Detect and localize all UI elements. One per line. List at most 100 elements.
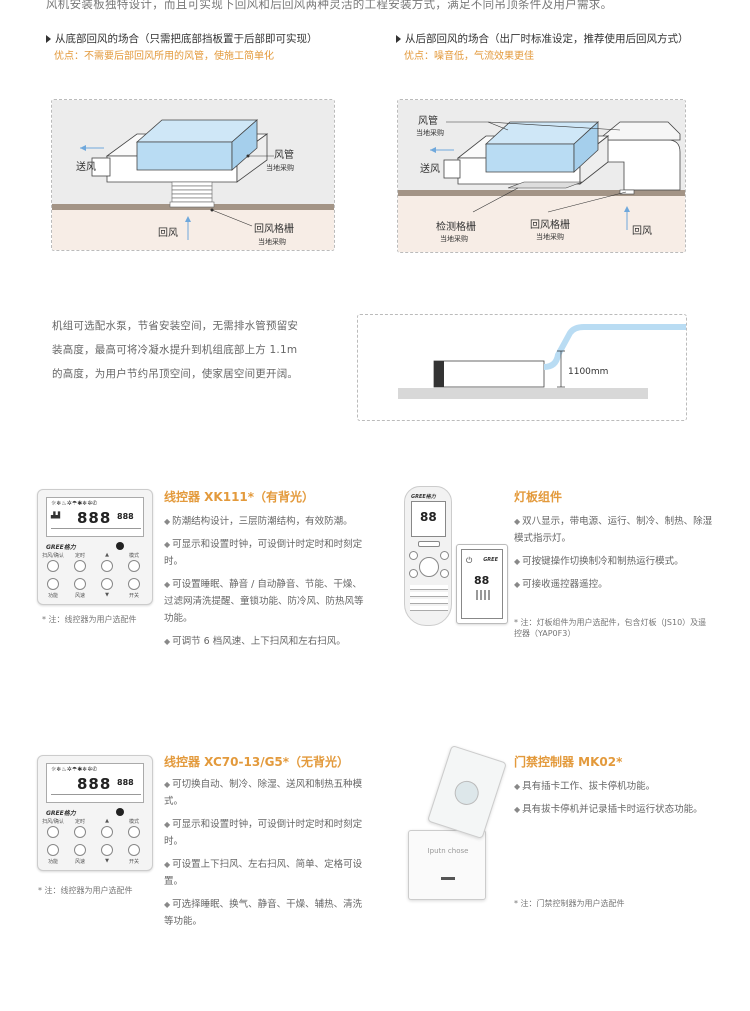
case2-check-note: 当地采购	[440, 234, 468, 243]
xc70-feature-list: 可切换自动、制冷、除湿、送风和制热五种模式。 可显示和设置时钟，可设倒计时定时和…	[164, 776, 369, 936]
gree-logo: GREE格力	[46, 810, 76, 817]
gree-logo: GREE格力	[46, 544, 76, 551]
btn-label: 功能	[47, 593, 58, 599]
light-board-feature-list: 双八显示，带电源、运行、制冷、制热、除湿模式指示灯。 可按键操作切换制冷和制热运…	[514, 513, 719, 599]
case2-title-text: 从后部回风的场合（出厂时标准设定，推荐使用后回风方式）	[405, 33, 689, 45]
case1-subtitle: 优点：不需要后部回风所用的风管，使施工简单化	[54, 51, 274, 62]
controller-button	[128, 826, 140, 838]
case2-duct-label: 风管	[418, 114, 438, 127]
pump-description: 机组可选配水泵，节省安装空间，无需排水管预留安装高度，最高可将冷凝水提升到机组底…	[52, 320, 299, 380]
xk111-controller-image: ☼❄♨✲☂✱❄✲✆ ▟▟ 888 888 GREE格力 扫风/确认 定时 ▲ 模…	[37, 489, 153, 605]
btn-label: 扫风/确认	[42, 819, 64, 825]
controller-button	[47, 560, 59, 572]
case2-return-label: 回风	[632, 225, 652, 237]
light-board-brand: GREE	[483, 557, 498, 563]
feature-item: 具有插卡工作、拔卡停机功能。	[514, 778, 719, 795]
feature-item: 具有拔卡停机并记录插卡时运行状态功能。	[514, 801, 719, 818]
power-indicator-icon	[116, 542, 124, 550]
light-board-note: * 注：灯板组件为用户选配件，包含灯板（JS10）及遥控器（YAP0F3）	[514, 618, 707, 638]
btn-label: ▼	[105, 858, 109, 864]
remote-key	[409, 551, 418, 560]
case1-duct-label: 风管	[274, 148, 294, 161]
xc70-title: 线控器 XC70-13/G5*（无背光）	[164, 755, 350, 769]
access-controller-body: Iputn chose	[408, 830, 486, 900]
feature-item: 可显示和设置时钟，可设倒计时定时和时刻定时。	[164, 816, 369, 850]
feature-item: 可接收遥控器遥控。	[514, 576, 719, 593]
feature-item: 可切换自动、制冷、除湿、送风和制热五种模式。	[164, 776, 369, 810]
controller-button	[47, 826, 59, 838]
controller-button	[74, 578, 86, 590]
btn-label: 风速	[74, 859, 85, 865]
feature-item: 可显示和设置时钟，可设倒计时定时和时刻定时。	[164, 536, 369, 570]
feature-item: 可调节 6 档风速、上下扫风和左右扫风。	[164, 633, 369, 650]
remote-control-image: GREE格力 88	[404, 486, 452, 626]
btn-label: 功能	[47, 859, 58, 865]
btn-label: 开关	[128, 859, 139, 865]
controller-button	[101, 844, 113, 856]
light-board-frame: ⏻ GREE 88	[461, 549, 503, 619]
light-board-image: ⏻ GREE 88	[456, 544, 508, 624]
case2-subtitle: 优点：噪音低，气流效果更佳	[404, 51, 534, 62]
controller-button	[101, 578, 113, 590]
case1-duct-note: 当地采购	[266, 163, 294, 172]
case2-grille-note: 当地采购	[536, 232, 564, 241]
lcd-status-row	[51, 794, 141, 798]
btn-label: 定时	[74, 819, 85, 825]
power-icon: ⏻	[466, 556, 473, 565]
lcd-status-row	[51, 528, 141, 532]
intro-text: 风机安装板独特设计，而且可实现下回风和后回风两种灵活的工程安装方式，满足不同吊顶…	[46, 0, 613, 11]
access-card-image	[427, 744, 507, 840]
bar-icon: ▟▟	[51, 512, 61, 519]
case1-supply-label: 送风	[76, 160, 96, 173]
indicator-light	[441, 877, 455, 880]
remote-keypad	[410, 583, 448, 613]
remote-dpad	[419, 557, 439, 577]
mk02-feature-list: 具有插卡工作、拔卡停机功能。 具有拔卡停机并记录插卡时运行状态功能。	[514, 778, 719, 824]
pump-height-label: 1100mm	[568, 367, 608, 377]
controller-button	[74, 844, 86, 856]
controller-button	[47, 578, 59, 590]
remote-key	[409, 569, 418, 578]
pump-diagram: 1100mm	[357, 314, 687, 421]
case2-grille-label: 回风格栅	[530, 218, 570, 231]
card-logo-icon	[451, 777, 482, 809]
xc70-lcd: ☼❄♨✲☂✱❄✲✆ 888 888	[46, 763, 144, 803]
mk02-note: * 注：门禁控制器为用户选配件	[514, 899, 625, 908]
btn-label: ▲	[105, 818, 109, 824]
xk111-feature-list: 防潮结构设计，三层防潮结构，有效防潮。 可显示和设置时钟，可设倒计时定时和时刻定…	[164, 513, 369, 656]
case1-title-text: 从底部回风的场合（只需把底部挡板置于后部即可实现）	[55, 33, 318, 45]
case2-check-label: 检测格栅	[436, 220, 476, 233]
power-indicator-icon	[116, 808, 124, 816]
rear-return-diagram: 风管 当地采购 送风 检测格栅 当地采购 回风格栅 当地采购 回风	[397, 99, 686, 253]
remote-lcd: 88	[411, 501, 446, 537]
remote-brand: GREE格力	[411, 494, 436, 500]
remote-key	[440, 569, 449, 578]
controller-button	[74, 826, 86, 838]
feature-item: 双八显示，带电源、运行、制冷、制热、除湿模式指示灯。	[514, 513, 719, 547]
btn-label: 风速	[74, 593, 85, 599]
feature-item: 可选择睡眠、换气、静音、干燥、辅热、清洗等功能。	[164, 896, 369, 930]
mk02-title: 门禁控制器 MK02*	[514, 755, 623, 769]
mode-icons: ☼❄♨✲☂✱❄✲✆	[51, 500, 98, 507]
case2-supply-label: 送风	[420, 162, 440, 175]
card-slot-text: Iputn chose	[427, 847, 469, 855]
light-board-title: 灯板组件	[514, 490, 563, 504]
case2-title: 从后部回风的场合（出厂时标准设定，推荐使用后回风方式）	[396, 31, 689, 46]
mode-icons: ☼❄♨✲☂✱❄✲✆	[51, 766, 98, 773]
btn-label: 扫风/确认	[42, 553, 64, 559]
xc70-controller-image: ☼❄♨✲☂✱❄✲✆ 888 888 GREE格力 扫风/确认 定时 ▲ 模式 功…	[37, 755, 153, 871]
xc70-clock-digits: 888	[117, 778, 134, 787]
triangle-bullet-icon	[396, 35, 401, 43]
feature-item: 防潮结构设计，三层防潮结构，有效防潮。	[164, 513, 369, 530]
xk111-clock-digits: 888	[117, 512, 134, 521]
btn-label: 定时	[74, 553, 85, 559]
remote-key	[418, 541, 440, 547]
case2-duct-note: 当地采购	[416, 128, 444, 137]
xc70-note: * 注：线控器为用户选配件	[38, 886, 133, 895]
btn-label: ▼	[105, 592, 109, 598]
xk111-title: 线控器 XK111*（有背光）	[164, 490, 315, 504]
controller-button	[74, 560, 86, 572]
btn-label: 模式	[128, 819, 139, 825]
btn-label: 模式	[128, 553, 139, 559]
xk111-note: * 注：线控器为用户选配件	[42, 615, 137, 624]
